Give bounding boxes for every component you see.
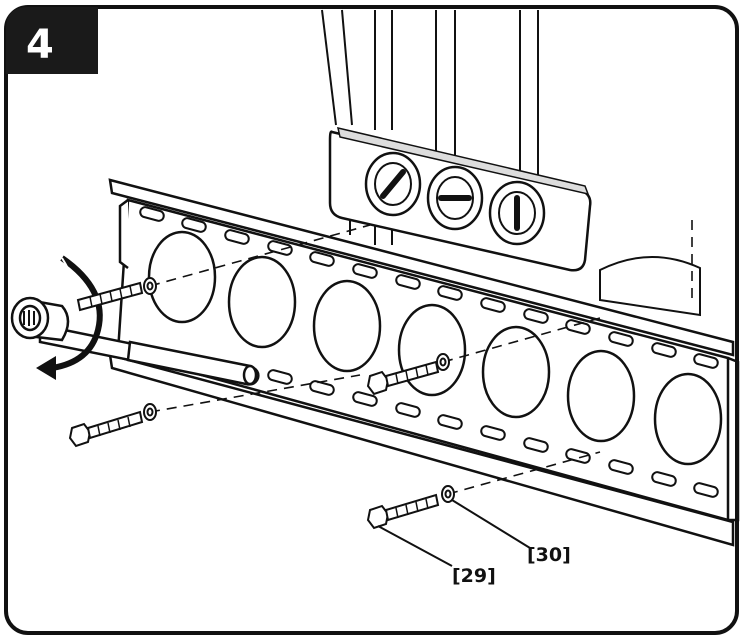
alignment-lines — [149, 220, 693, 495]
lag-bolt-icon — [366, 360, 440, 396]
callout-29: [29] — [452, 565, 496, 587]
callout-30: [30] — [527, 544, 571, 566]
plate-holes — [147, 230, 723, 466]
washer-icon — [143, 403, 157, 421]
washer-icon — [441, 485, 455, 503]
level-icon — [328, 126, 592, 272]
leader-lines — [377, 499, 531, 567]
lag-bolt-icon — [76, 281, 144, 312]
lag-bolt-icon — [68, 410, 144, 448]
lag-bolt-icon — [366, 493, 440, 530]
step-number: 4 — [26, 22, 54, 68]
washer-icon — [436, 353, 450, 371]
step-badge: 4 — [6, 7, 98, 74]
washer-icon — [143, 277, 157, 295]
